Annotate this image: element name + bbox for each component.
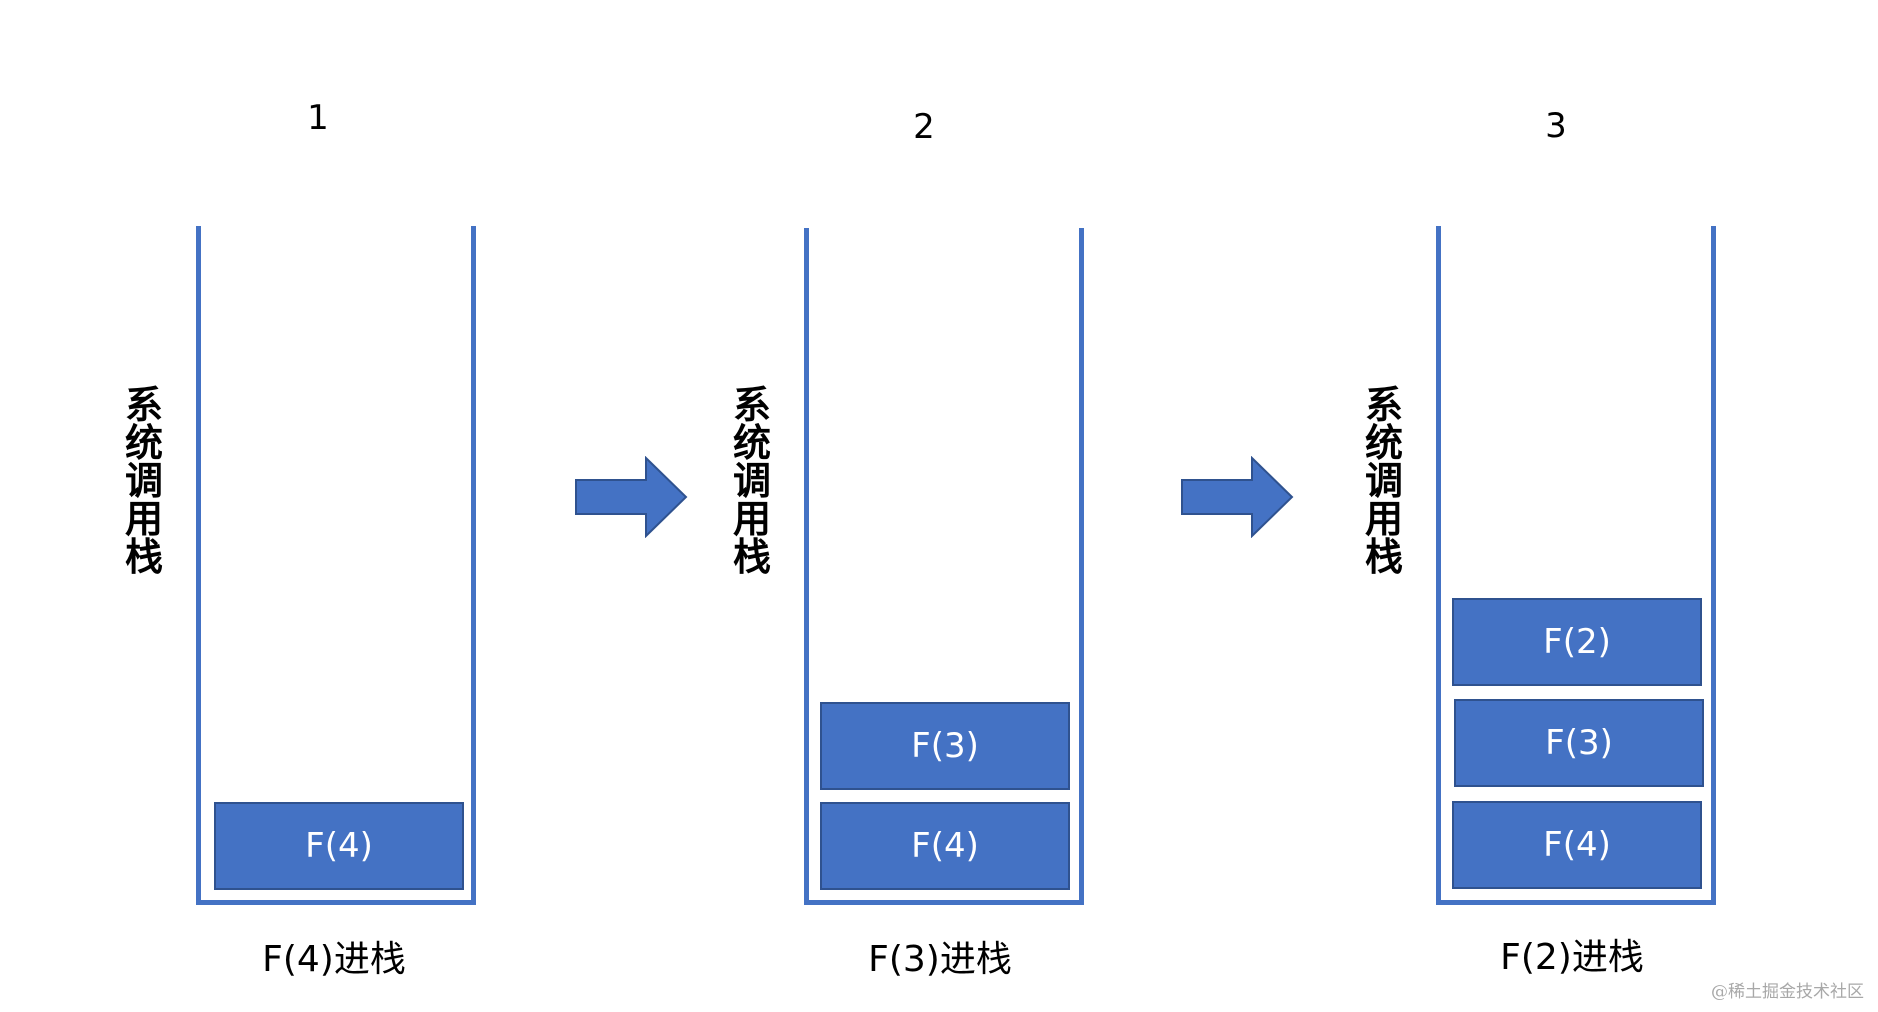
stack-frame-2-1: F(3) xyxy=(820,702,1070,790)
step-caption-2: F(3)进栈 xyxy=(868,939,1012,980)
stack-label-1: 系统调用栈 xyxy=(124,383,163,579)
stack-frame-2-2: F(4) xyxy=(820,802,1070,890)
step-caption-1: F(4)进栈 xyxy=(262,939,406,980)
call-stack-3 xyxy=(1436,226,1716,905)
call-stack-2 xyxy=(804,228,1084,905)
right-arrow-icon xyxy=(1181,456,1294,538)
call-stack-1 xyxy=(196,226,476,905)
stack-frame-3-2: F(3) xyxy=(1454,699,1704,787)
step-number-3: 3 xyxy=(1545,106,1567,146)
step-caption-3: F(2)进栈 xyxy=(1500,937,1644,978)
stack-frame-3-3: F(4) xyxy=(1452,801,1702,889)
stack-label-2: 系统调用栈 xyxy=(732,383,771,579)
stack-frame-3-1: F(2) xyxy=(1452,598,1702,686)
stack-label-3: 系统调用栈 xyxy=(1364,383,1403,579)
watermark: @稀土掘金技术社区 xyxy=(1711,982,1864,1002)
step-number-1: 1 xyxy=(307,98,329,138)
right-arrow-icon xyxy=(575,456,688,538)
stack-frame-1-1: F(4) xyxy=(214,802,464,890)
step-number-2: 2 xyxy=(913,107,935,147)
